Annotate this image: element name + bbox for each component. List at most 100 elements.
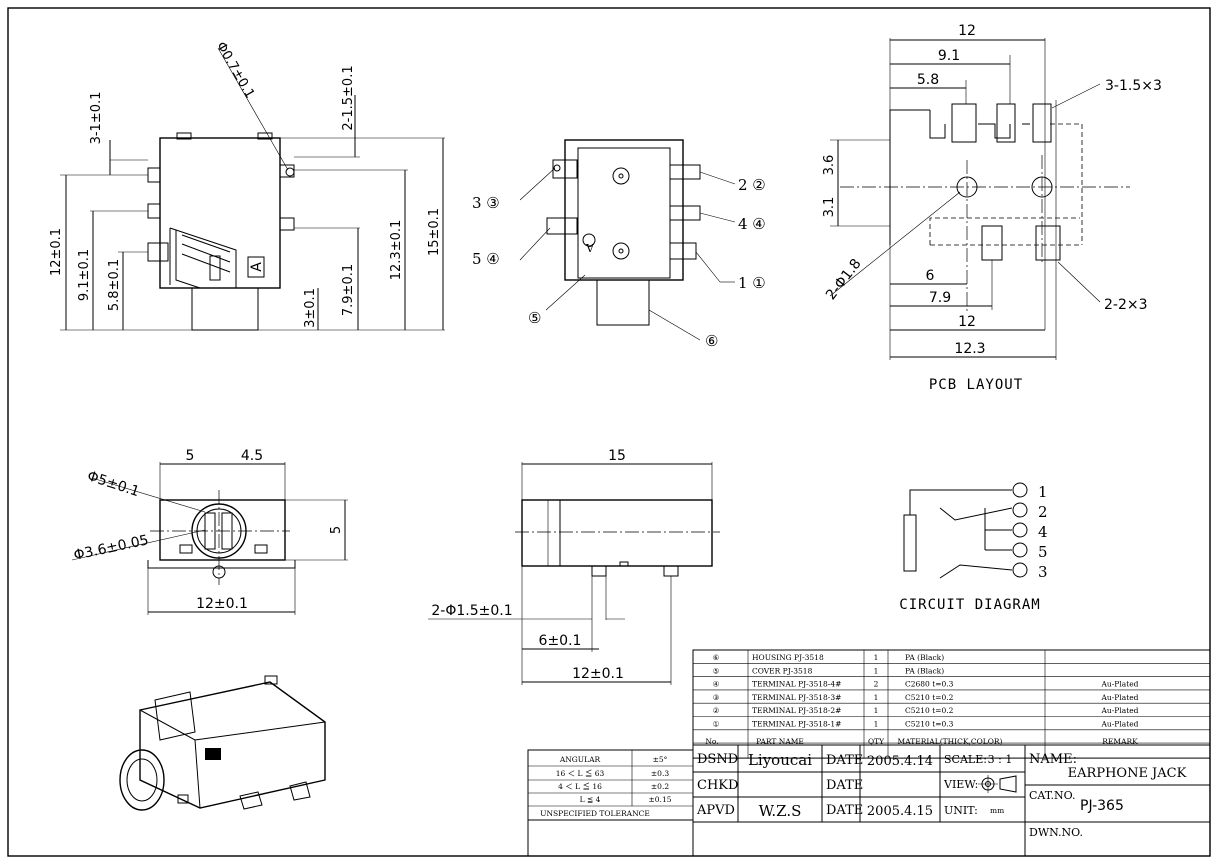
circuit-pin-4: 4: [1038, 523, 1048, 541]
bom-qty: 1: [874, 653, 879, 662]
dim-3-1: 3-1±0.1: [89, 92, 104, 145]
bom-remark: Au-Plated: [1101, 706, 1139, 715]
side-view: A 3-1±0.1 12±0.1 9.1±0.1 5.8±0.1 2-1.5±0…: [49, 39, 445, 331]
dsnd-value: Liyoucai: [748, 751, 812, 769]
bom-part-name: HOUSING PJ-3518: [752, 653, 824, 662]
scale-label: SCALE:: [944, 753, 987, 766]
pcb-dim-3-1: 3.1: [822, 197, 837, 218]
pcb-dim-9-1: 9.1: [938, 48, 960, 64]
dim-2-1-5: 2-1.5±0.1: [341, 65, 356, 130]
date-label-1: DATE: [826, 753, 863, 768]
bom-no: ④: [713, 680, 720, 689]
tol-footer: UNSPECIFIED TOLERANCE: [540, 809, 650, 818]
sheet-border: [7, 7, 1211, 857]
pcb-dim-3-6: 3.6: [822, 155, 837, 176]
bom-header-qty: QTY: [868, 737, 885, 746]
tol-value-0: ±5°: [653, 755, 668, 764]
bom-part-name: TERMINAL PJ-3518-4#: [752, 680, 841, 689]
pcb-dim-7-9: 7.9: [929, 290, 951, 306]
length-body: [521, 499, 713, 567]
view-label: VIEW:: [943, 778, 978, 791]
bom-part-name: TERMINAL PJ-3518-3#: [752, 693, 841, 702]
pin-label-1: 1 ①: [738, 274, 766, 292]
bom-part-name: TERMINAL PJ-3518-2#: [752, 706, 841, 715]
part-label-5: ⑤: [528, 309, 541, 327]
pcb-dim-6: 6: [926, 268, 935, 284]
pcb-dim-12-top: 12: [958, 23, 976, 39]
tol-range-1: 16 ＜ L ≦ 63: [556, 768, 605, 778]
circuit-diagram: 1 2 4 5 3 CIRCUIT DIAGRAM: [899, 482, 1048, 613]
apvd-value: W.Z.S: [759, 802, 802, 820]
bom-header-material: MATERIAL(THICK,COLOR): [898, 737, 1003, 746]
date-value-1: 2005.4.14: [867, 754, 933, 769]
bom-remark: Au-Plated: [1101, 693, 1139, 702]
bom-qty: 1: [874, 693, 879, 702]
pcb-dim-pads: 2-2×3: [1104, 297, 1148, 313]
length-dim-6: 6±0.1: [539, 633, 582, 649]
dim-9-1: 9.1±0.1: [77, 249, 92, 301]
length-dim-phi-1-5: 2-Φ1.5±0.1: [431, 603, 512, 619]
bom-qty: 1: [874, 706, 879, 715]
tol-range-3: L ≦ 4: [580, 795, 601, 804]
tol-range-2: 4 ＜ L ≦ 16: [558, 781, 602, 791]
bom-qty: 1: [874, 720, 879, 729]
front-dim-5-height: 5: [329, 526, 344, 534]
tol-value-3: ±0.15: [649, 795, 672, 804]
apvd-label: APVD: [696, 803, 735, 818]
circuit-caption: CIRCUIT DIAGRAM: [899, 597, 1040, 613]
bom-no: ⑤: [713, 666, 720, 675]
circuit-pin-3: 3: [1038, 563, 1048, 581]
pcb-dim-phi-1-8: 2-Φ1.8: [823, 256, 865, 303]
front-dim-phi-3-6: Φ3.6±0.05: [72, 532, 150, 563]
pcb-dim-12-bottom: 12: [958, 314, 976, 330]
hole-marker: [285, 167, 295, 177]
pcb-dim-12-3: 12.3: [954, 341, 985, 357]
projection-icon: [978, 775, 1017, 793]
length-view: 15 2-Φ1.5±0.1 6±0.1 12±0.1: [428, 448, 720, 685]
bom-no: ③: [713, 693, 720, 702]
dim-5-8: 5.8±0.1: [107, 259, 122, 311]
chkd-label: CHKD: [697, 778, 738, 793]
dwnno-label: DWN.NO.: [1029, 826, 1083, 839]
circuit-pin-2: 2: [1038, 503, 1048, 521]
bom-header-name: PART NAME: [756, 737, 804, 746]
bom-material: C5210 t=0.2: [905, 706, 954, 715]
isometric-view: [119, 675, 326, 811]
dim-15: 15±0.1: [427, 208, 442, 256]
front-dim-5: 5: [186, 448, 195, 464]
bom-material: PA (Black): [905, 653, 944, 662]
bom-header-no: No.: [705, 737, 718, 746]
dim-12-3: 12.3±0.1: [389, 220, 404, 281]
tol-value-2: ±0.2: [651, 782, 669, 791]
tolerance-table: ANGULAR ±5° 16 ＜ L ≦ 63 ±0.3 4 ＜ L ≦ 16 …: [527, 749, 694, 856]
tol-range-0: ANGULAR: [559, 755, 601, 764]
date-value-3: 2005.4.15: [867, 804, 933, 819]
title-block: DSND Liyoucai CHKD APVD W.Z.S DATE DATE …: [692, 744, 1211, 857]
date-label-3: DATE: [826, 803, 863, 818]
bom-no: ②: [713, 706, 720, 715]
bom-material: C5210 t=0.3: [905, 720, 954, 729]
front-dim-phi-5: Φ5±0.1: [85, 468, 141, 500]
date-label-2: DATE: [826, 778, 863, 793]
circuit-pin-5: 5: [1038, 543, 1048, 561]
top-view: A 3 ③ 5 ④ 2 ② 4 ④ 1 ① ⑤ ⑥: [472, 139, 766, 350]
bom-qty: 2: [874, 680, 879, 689]
dim-3: 3±0.1: [303, 288, 318, 328]
catno-value: PJ-365: [1080, 798, 1124, 814]
name-value: EARPHONE JACK: [1068, 766, 1187, 781]
bom-material: C5210 t=0.2: [905, 693, 954, 702]
front-body: [159, 499, 286, 561]
bom-part-name: TERMINAL PJ-3518-1#: [752, 720, 841, 729]
pin-label-4: 4 ④: [738, 215, 766, 233]
top-mark: A: [585, 241, 595, 254]
bom-material: PA (Black): [905, 666, 944, 675]
part-label-6: ⑥: [705, 332, 718, 350]
pcb-holes: [951, 103, 1061, 261]
top-body: [564, 139, 684, 281]
bom-no: ①: [713, 720, 720, 729]
name-label: NAME:: [1029, 752, 1077, 767]
front-dim-12: 12±0.1: [196, 596, 248, 612]
circuit-pin-1: 1: [1038, 483, 1048, 501]
